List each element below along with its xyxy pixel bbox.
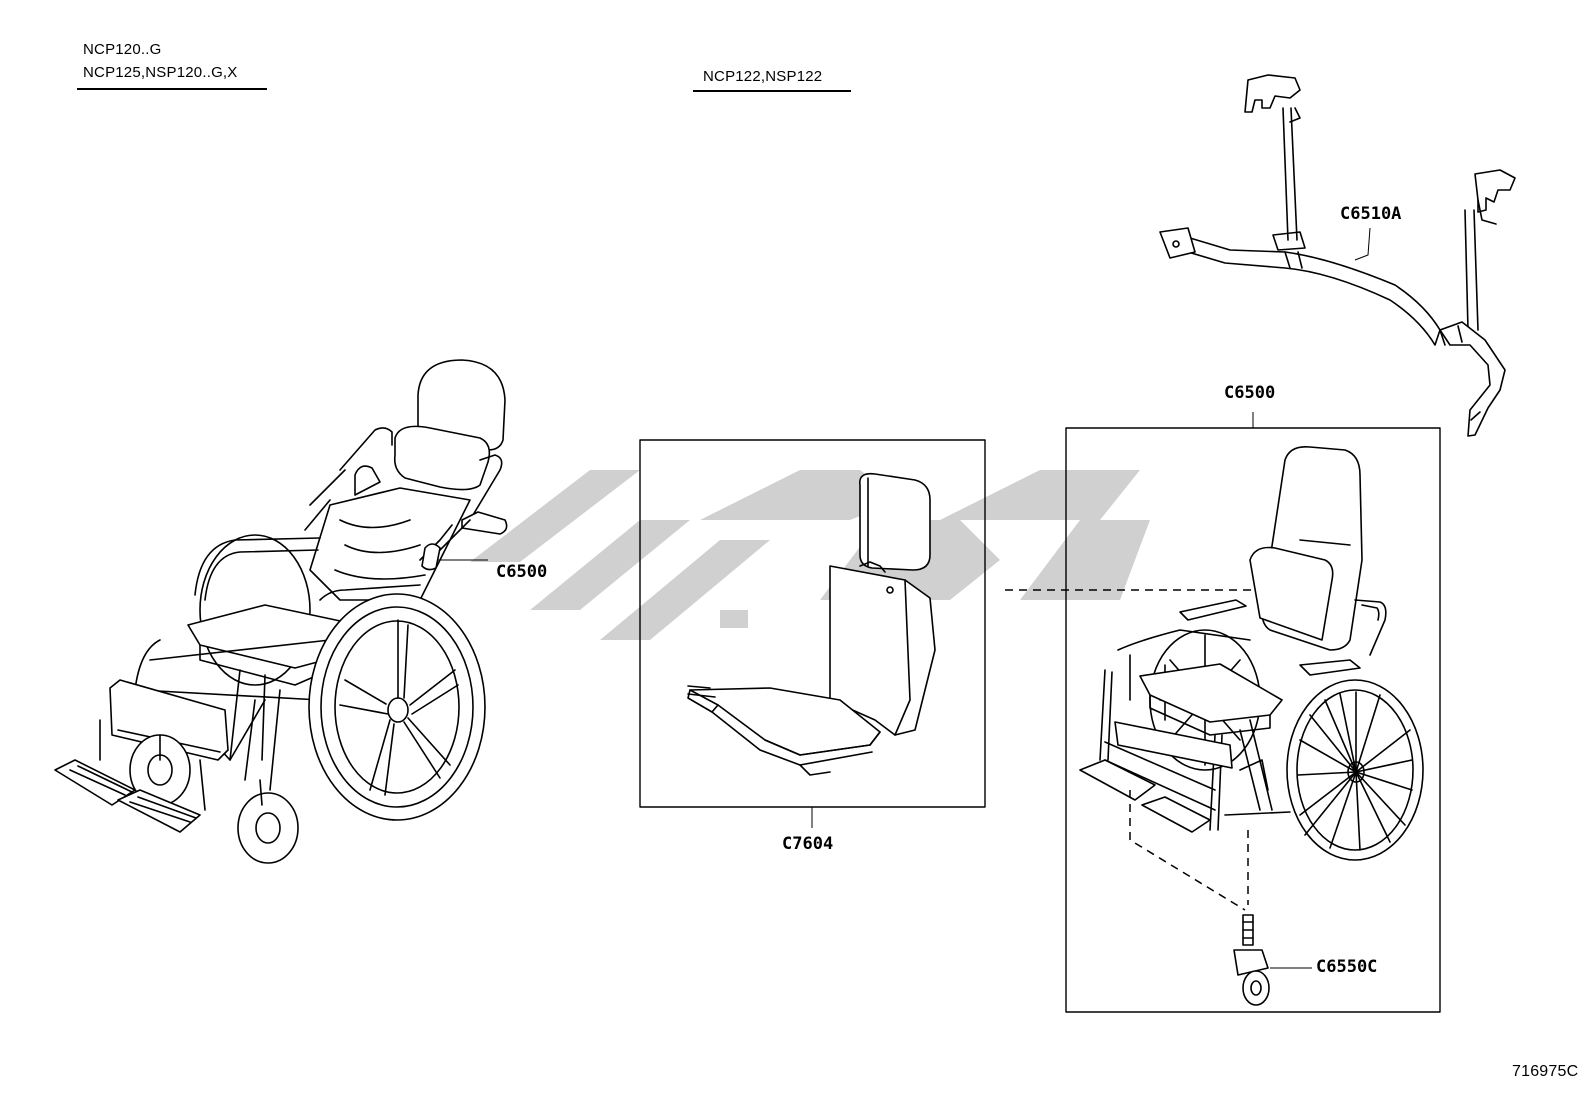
part-label-c6500-left: C6500 bbox=[496, 562, 548, 582]
variant-label-ncp122: NCP122,NSP122 bbox=[703, 68, 823, 85]
part-label-c7604: C7604 bbox=[782, 834, 834, 854]
diagram-id: 716975C bbox=[1512, 1063, 1579, 1080]
wheelchair-right-box bbox=[1065, 427, 1441, 1013]
watermark-logo bbox=[470, 470, 1150, 640]
part-label-c6500-right: C6500 bbox=[1224, 383, 1276, 403]
leader-line-c6510a bbox=[1354, 227, 1371, 261]
seat-kit-box bbox=[639, 439, 986, 808]
wheelchair-left-illustration bbox=[54, 359, 508, 864]
part-label-c6510a: C6510A bbox=[1340, 204, 1402, 224]
variant-underline-left bbox=[77, 88, 267, 90]
variant-label-ncp120: NCP120..G bbox=[83, 41, 162, 58]
variant-label-ncp125: NCP125,NSP120..G,X bbox=[83, 64, 238, 81]
variant-underline-middle bbox=[693, 90, 851, 92]
part-label-c6550c: C6550C bbox=[1316, 957, 1378, 977]
frame-bar-illustration bbox=[1159, 74, 1516, 437]
